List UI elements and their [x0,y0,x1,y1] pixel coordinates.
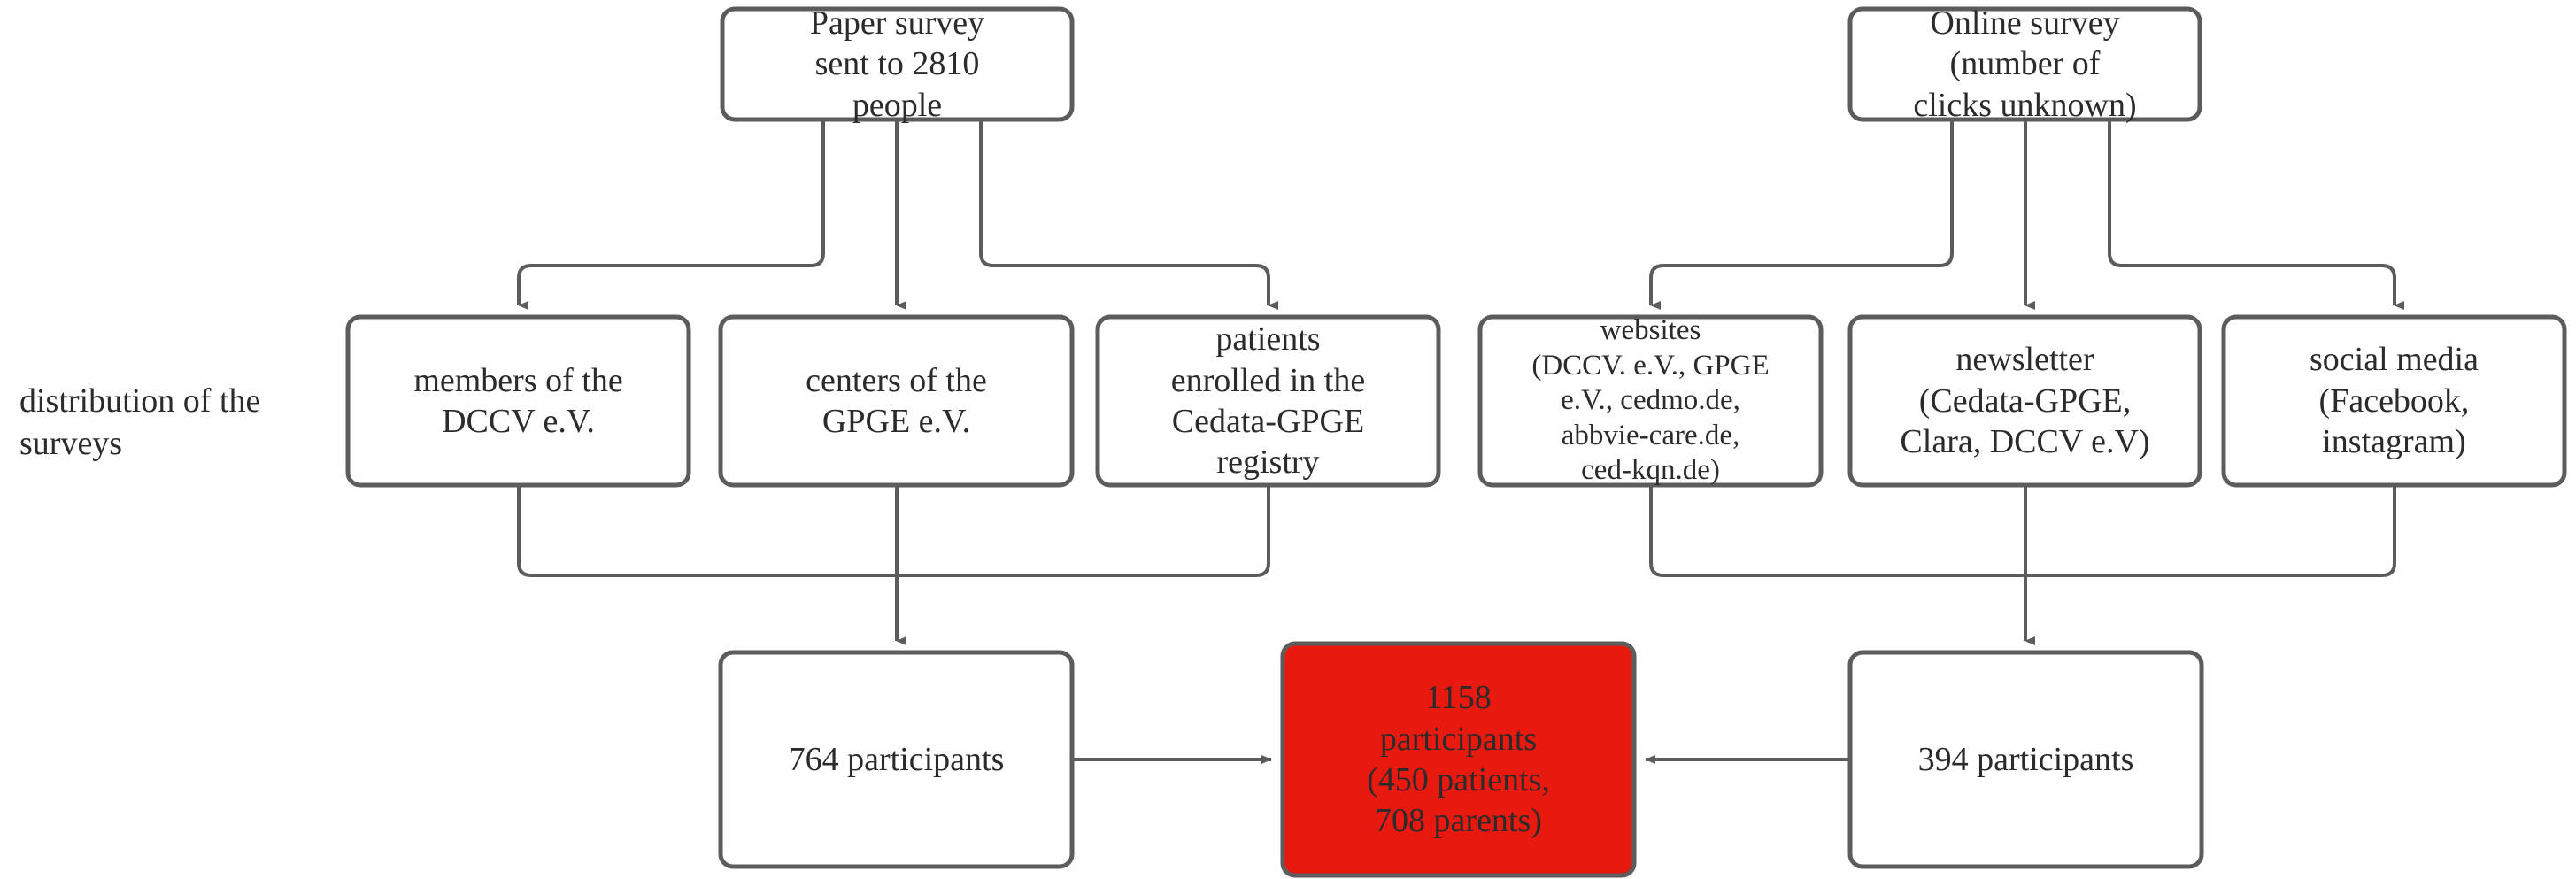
node-online-survey[interactable] [1847,6,2202,122]
node-cedata-registry[interactable] [1095,314,1441,488]
node-newsletter[interactable] [1847,314,2202,488]
node-paper-participants[interactable] [718,650,1075,869]
node-centers-gpge[interactable] [718,314,1075,488]
row-label-distribution: distribution of the surveys [19,381,320,465]
connector-online-to-social [2108,121,2404,310]
node-members-dccv[interactable] [345,314,691,488]
connector-paper-to-members [517,121,825,310]
row-label-line1: distribution of [19,382,212,420]
connector-registry-merge [897,487,1270,577]
node-online-participants[interactable] [1847,650,2204,869]
node-social-media[interactable] [2221,314,2567,488]
connector-websites-merge [1649,487,2025,577]
node-websites[interactable] [1477,314,1824,488]
node-paper-survey[interactable] [720,6,1075,122]
row-label-line2: the surveys [19,382,261,462]
node-total-participants[interactable] [1280,641,1637,878]
connector-members-merge [517,487,897,577]
connector-social-merge [2025,487,2396,577]
connector-online-to-websites [1649,121,1954,310]
connector-paper-to-registry [979,121,1278,310]
